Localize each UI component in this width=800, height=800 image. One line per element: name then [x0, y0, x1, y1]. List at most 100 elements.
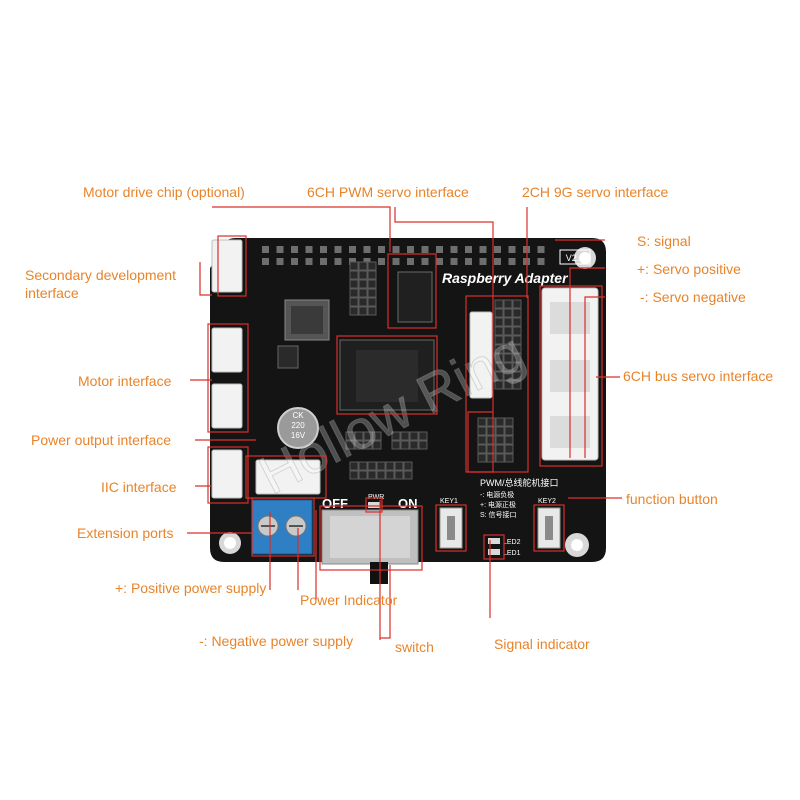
gpio-pad [494, 246, 501, 253]
header-pin [503, 317, 513, 327]
header-pin [504, 444, 514, 454]
label-neg-supply: -: Negative power supply [199, 633, 354, 649]
label-switch: switch [395, 639, 434, 655]
gpio-pad [436, 246, 443, 253]
gpio-pad [334, 258, 342, 265]
header-pin [494, 326, 504, 336]
header-pin [391, 440, 401, 450]
header-pin [418, 431, 428, 441]
label-extension: Extension ports [77, 525, 174, 541]
label-9g-servo: 2CH 9G servo interface [522, 184, 669, 200]
header-pin [367, 288, 377, 298]
label-pwm-servo: 6CH PWM servo interface [307, 184, 469, 200]
label-motor-interface: Motor interface [78, 373, 172, 389]
header-pin [400, 431, 410, 441]
header-pin [363, 440, 373, 450]
header-pin [504, 417, 514, 427]
led2 [488, 538, 500, 544]
label-signal-indicator: Signal indicator [494, 636, 590, 652]
header-pin [486, 453, 496, 463]
header-pin [494, 344, 504, 354]
header-pin [385, 461, 395, 471]
header-pin [358, 288, 368, 298]
header-pin [494, 299, 504, 309]
header-pin [486, 417, 496, 427]
gpio-pad [262, 246, 269, 253]
gpio-pad [421, 258, 429, 265]
gpio-pad [320, 258, 327, 265]
header-pin [512, 308, 522, 318]
header-pin [503, 326, 513, 336]
silk-plus: +: 电源正极 [480, 500, 516, 509]
gpio-pad [537, 246, 545, 253]
label-secondary-dev-1: Secondary development [25, 267, 176, 283]
pin-headers [345, 261, 522, 480]
board-version: V2.1 [566, 253, 585, 263]
header-pin [494, 371, 504, 381]
regulator-chip [277, 345, 299, 369]
gpio-pad [262, 258, 269, 265]
gpio-pad [436, 258, 443, 265]
label-motor-chip: Motor drive chip (optional) [83, 184, 245, 200]
header-pin [372, 431, 382, 441]
header-pin [504, 453, 514, 463]
header-pin [394, 461, 404, 471]
silkscreen: Raspberry Adapter V2.1 PWM/总线舵机接口 -: 电源负… [322, 249, 591, 557]
header-pin [358, 261, 368, 271]
power-led [368, 502, 380, 508]
header-pin [403, 461, 413, 471]
gpio-pad [320, 246, 327, 253]
header-pin [358, 470, 368, 480]
key-buttons [439, 507, 561, 549]
header-pin [503, 353, 513, 363]
label-servo-positive: +: Servo positive [637, 261, 741, 277]
silk-off: OFF [322, 496, 348, 511]
gpio-pad [508, 246, 516, 253]
silk-led1: LED1 [503, 550, 521, 557]
header-pin [376, 470, 386, 480]
header-pin [367, 270, 377, 280]
header-pin [512, 335, 522, 345]
gpio-pad [392, 246, 400, 253]
header-pin [512, 317, 522, 327]
header-pin [376, 461, 386, 471]
header-pin [358, 306, 368, 316]
svg-text:16V: 16V [291, 431, 306, 440]
motor-connector-1 [211, 327, 243, 373]
silk-pwm: PWM/总线舵机接口 [480, 477, 559, 488]
header-pin [354, 431, 364, 441]
header-pin [477, 417, 487, 427]
header-pin [367, 306, 377, 316]
label-secondary-dev-2: interface [25, 285, 79, 301]
header-pin [495, 444, 505, 454]
header-pin [367, 297, 377, 307]
header-pin [367, 470, 377, 480]
power-components: CK 220 16V [277, 299, 330, 449]
header-pin [494, 308, 504, 318]
gpio-pad [537, 258, 545, 265]
gpio-pad [494, 258, 501, 265]
label-iic: IIC interface [101, 479, 177, 495]
header-pin [503, 335, 513, 345]
header-pin [495, 426, 505, 436]
header-pin [503, 362, 513, 372]
header-pin [358, 270, 368, 280]
header-pin [494, 335, 504, 345]
header-pin [486, 426, 496, 436]
gpio-pad [407, 258, 414, 265]
header-pin [358, 461, 368, 471]
header-pin [495, 453, 505, 463]
label-power-output: Power output interface [31, 432, 172, 448]
gpio-pad [276, 246, 284, 253]
gpio-pad [479, 246, 487, 253]
header-pin [418, 440, 428, 450]
small-ic [397, 271, 433, 323]
header-pin [504, 435, 514, 445]
label-servo-negative: -: Servo negative [640, 289, 746, 305]
motor-driver-chip [339, 339, 435, 411]
power-terminal [251, 499, 313, 555]
power-output-connector [255, 459, 321, 495]
svg-text:CK: CK [292, 411, 304, 420]
electrolytic-capacitor [277, 407, 319, 449]
